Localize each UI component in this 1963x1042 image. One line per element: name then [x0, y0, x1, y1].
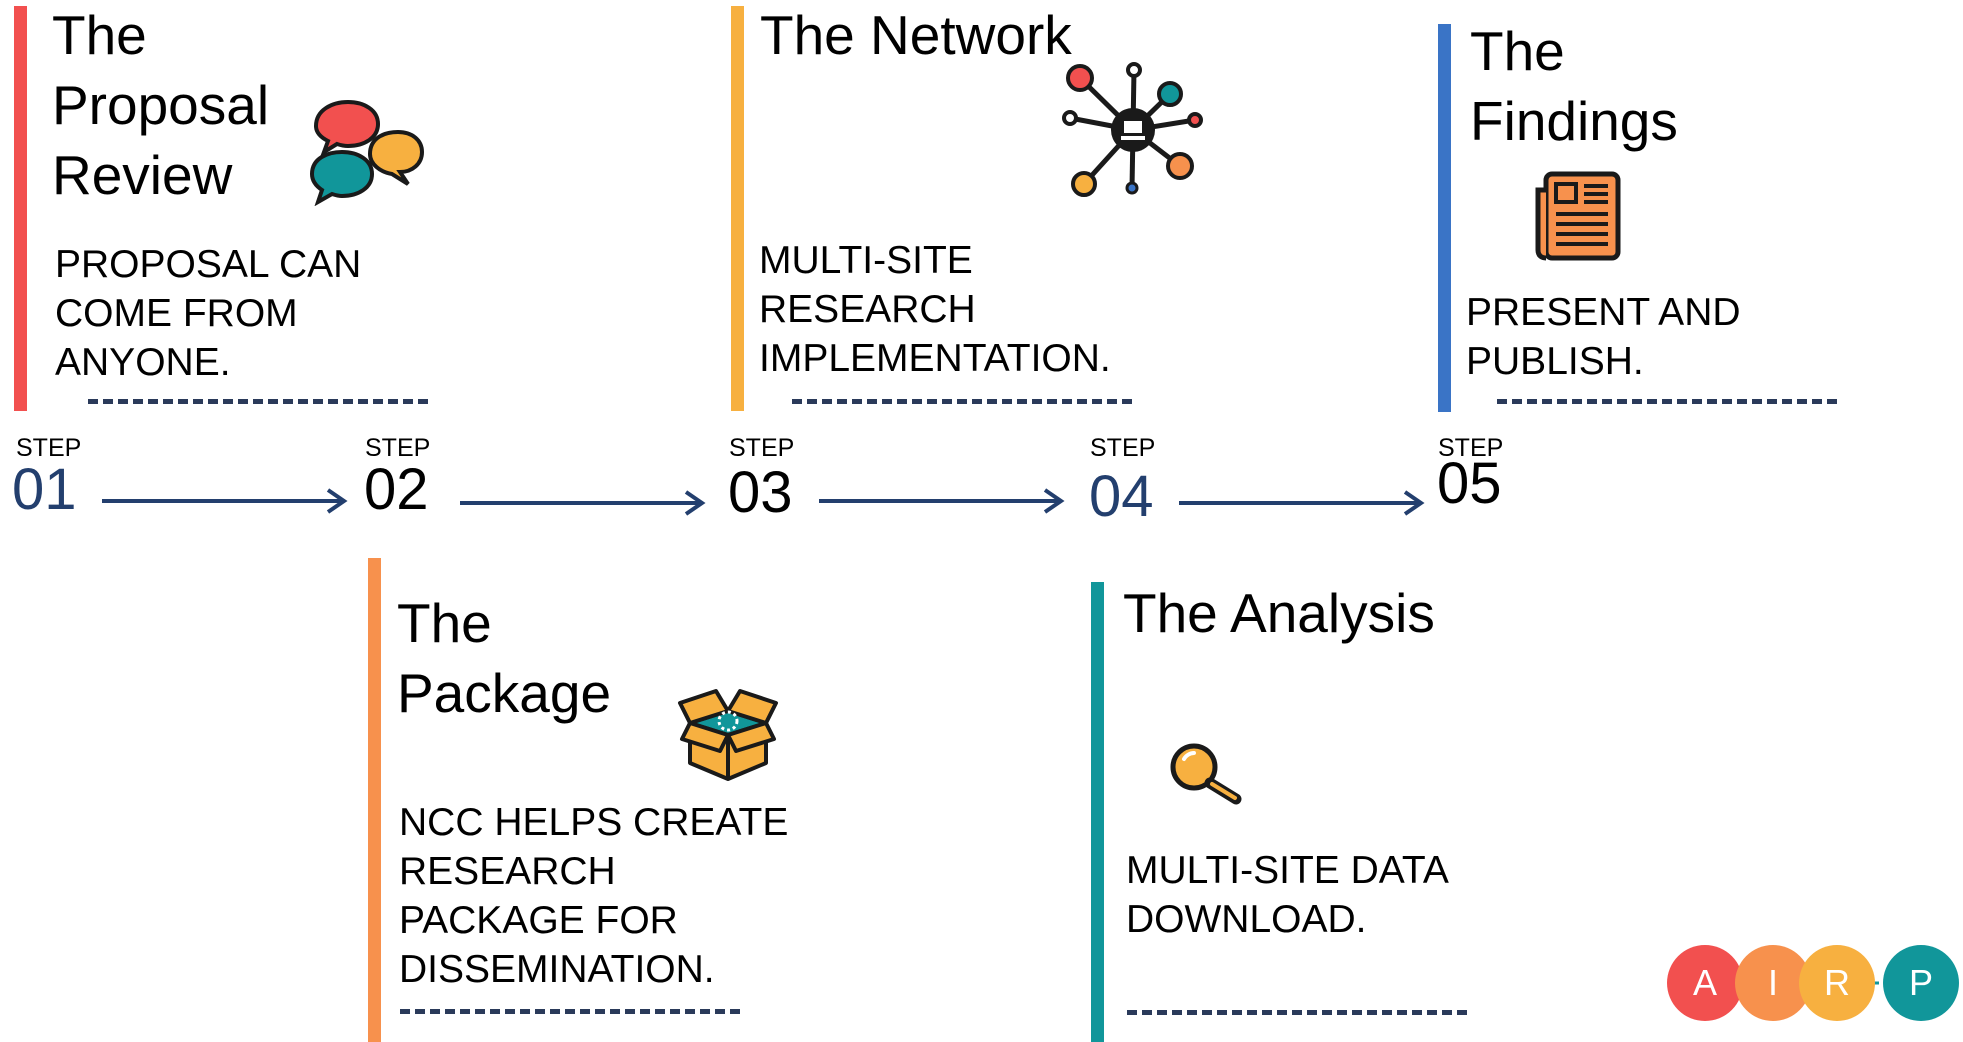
findings-accent-bar — [1438, 24, 1451, 412]
package-description: NCC HELPS CREATE RESEARCH PACKAGE FOR DI… — [399, 801, 789, 991]
open-box-icon — [678, 689, 778, 781]
arrow-step-02-03 — [460, 490, 706, 516]
step-01-label: STEP — [16, 434, 82, 462]
analysis-dash-divider — [1127, 1010, 1467, 1015]
package-accent-bar — [368, 558, 381, 1042]
logo-circle-p — [1883, 945, 1959, 1021]
step-03-label: STEP — [729, 434, 795, 462]
logo-circle-a — [1667, 945, 1743, 1021]
package-title: The Package — [397, 592, 612, 724]
logo-letter-r: R — [1824, 962, 1850, 1003]
step-02-label: STEP — [365, 434, 431, 462]
network-title: The Network — [760, 4, 1072, 66]
findings-dash-divider — [1497, 399, 1837, 404]
airp-logo: A I R P — [1667, 945, 1959, 1021]
proposal-accent-bar — [14, 6, 27, 411]
logo-circle-r — [1799, 945, 1875, 1021]
step-02-number: 02 — [364, 457, 429, 522]
chat-bubbles-icon — [309, 99, 425, 206]
step-04-number: 04 — [1089, 464, 1154, 529]
logo-circle-i — [1735, 945, 1811, 1021]
logo-letter-p: P — [1909, 962, 1933, 1003]
step-03-number: 03 — [728, 460, 793, 525]
analysis-title: The Analysis — [1123, 582, 1435, 644]
arrow-step-04-05 — [1179, 490, 1425, 516]
step-04-label: STEP — [1090, 434, 1156, 462]
analysis-accent-bar — [1091, 582, 1104, 1042]
logo-letter-a: A — [1693, 962, 1717, 1003]
step-05-label: STEP — [1438, 434, 1504, 462]
network-dash-divider — [792, 399, 1132, 404]
step-05-number: 05 — [1437, 451, 1502, 516]
package-dash-divider — [400, 1009, 740, 1014]
findings-title: The Findings — [1470, 20, 1678, 152]
step-01-number: 01 — [12, 457, 77, 522]
network-description: MULTI-SITE RESEARCH IMPLEMENTATION. — [759, 239, 1111, 380]
arrow-step-03-04 — [819, 488, 1065, 514]
proposal-description: PROPOSAL CAN COME FROM ANYONE. — [55, 243, 362, 384]
findings-description: PRESENT AND PUBLISH. — [1466, 291, 1741, 383]
network-icon — [1062, 62, 1203, 197]
logo-letter-i: I — [1768, 962, 1778, 1003]
analysis-description: MULTI-SITE DATA DOWNLOAD. — [1126, 849, 1449, 941]
network-accent-bar — [731, 6, 744, 411]
proposal-title: The Proposal Review — [52, 4, 270, 206]
magnifier-icon — [1170, 743, 1242, 805]
newspaper-icon — [1535, 171, 1621, 261]
arrow-step-01-02 — [102, 488, 348, 514]
proposal-dash-divider — [88, 399, 428, 404]
